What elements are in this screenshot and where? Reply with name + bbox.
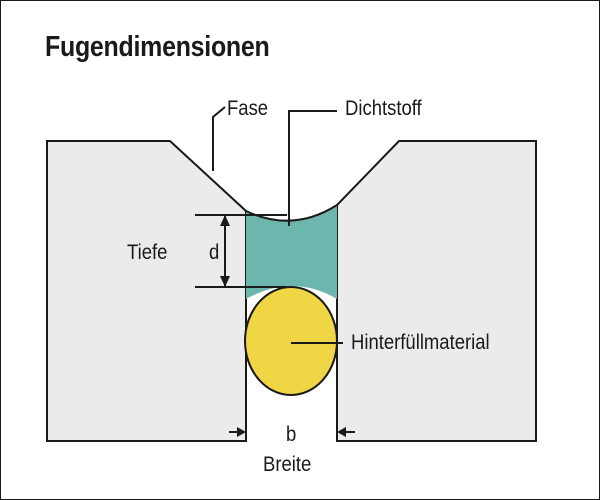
width-arrow-right-head (337, 427, 346, 437)
label-dichtstoff: Dichtstoff (345, 97, 422, 120)
right-substrate (336, 140, 537, 442)
label-breite: Breite (263, 453, 312, 476)
depth-arrow-top (220, 215, 230, 226)
label-hinterfuellmaterial: Hinterfüllmaterial (351, 331, 490, 354)
label-d: d (209, 241, 220, 264)
left-substrate (46, 140, 247, 442)
label-b: b (286, 423, 297, 446)
backing-rod (244, 286, 338, 396)
fase-leader-line (212, 106, 226, 171)
dichtstoff-leader-line (288, 110, 337, 226)
depth-arrow-bottom (220, 276, 230, 287)
diagram-title: Fugendimensionen (45, 31, 270, 63)
label-tiefe: Tiefe (127, 241, 168, 264)
sealant-fill (246, 205, 337, 299)
label-fase: Fase (227, 97, 269, 120)
width-arrow-left-head (237, 427, 246, 437)
